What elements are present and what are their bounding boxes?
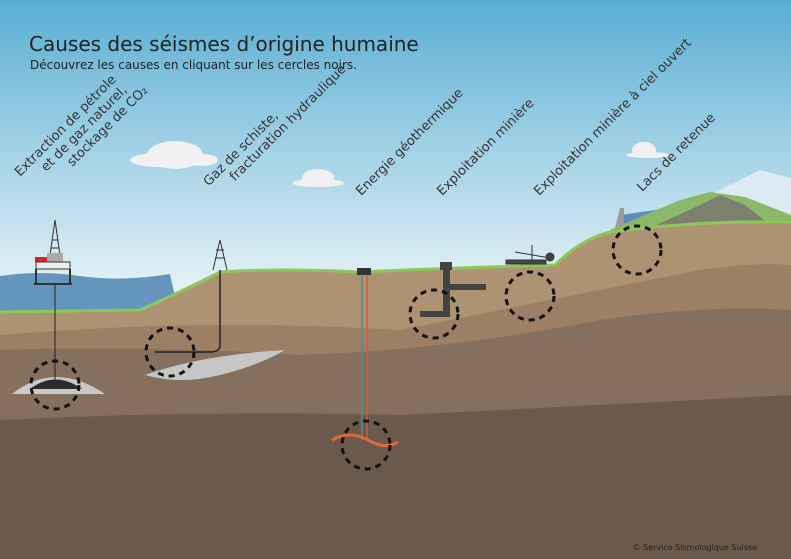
ground-layer-4 xyxy=(0,395,791,559)
hotspot-oil-gas-co2[interactable] xyxy=(29,359,81,411)
oil-platform xyxy=(34,219,72,380)
hotspot-open-pit-mining[interactable] xyxy=(504,270,556,322)
drilling-derrick xyxy=(155,239,228,353)
hotspot-geothermal[interactable] xyxy=(340,419,392,471)
grass-line xyxy=(0,220,791,314)
dam xyxy=(615,208,624,228)
hotspot-shale-gas[interactable] xyxy=(144,326,196,378)
page-title: Causes des séismes d’origine humaine xyxy=(29,32,419,56)
cloud xyxy=(292,169,344,187)
bucket-wheel-excavator xyxy=(505,245,555,265)
hotspot-mining[interactable] xyxy=(408,288,460,340)
copyright-credit: © Service Sismologique Suisse xyxy=(632,543,757,552)
oil-deposit xyxy=(30,379,82,389)
hotspot-reservoir-lakes[interactable] xyxy=(611,224,663,276)
cloud xyxy=(626,142,670,158)
mountain-rock xyxy=(650,195,770,228)
cloud xyxy=(130,141,218,169)
page-subtitle: Découvrez les causes en cliquant sur les… xyxy=(30,58,357,72)
